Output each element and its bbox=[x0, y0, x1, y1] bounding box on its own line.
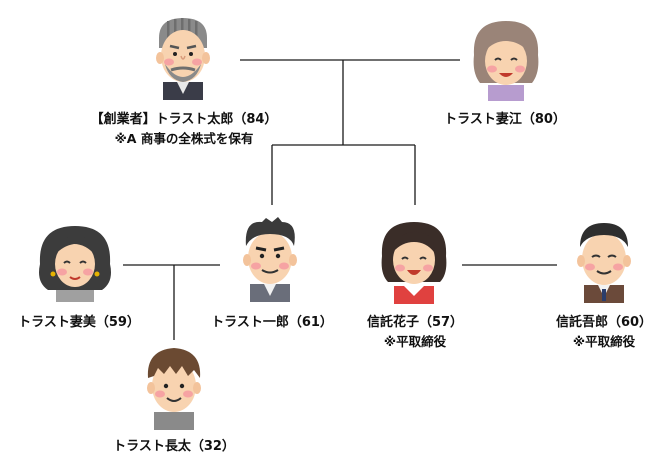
person-name: 【創業者】トラスト太郎（84） bbox=[90, 112, 278, 127]
avatar-taro bbox=[156, 18, 210, 100]
person-name: トラスト妻江（80） bbox=[444, 112, 566, 127]
person-name: トラスト一郎（61） bbox=[211, 315, 333, 330]
avatar-tsumae bbox=[473, 21, 539, 101]
avatar-ichiro bbox=[243, 217, 297, 302]
person-name: 信託花子（57） bbox=[366, 315, 464, 330]
person-name: 信託吾郎（60） bbox=[555, 315, 653, 330]
person-name: トラスト長太（32） bbox=[113, 439, 235, 454]
person-label-goro: 信託吾郎（60） ※平取締役 bbox=[556, 313, 652, 351]
person-label-ichiro: トラスト一郎（61） bbox=[211, 313, 333, 332]
person-label-tsumae: トラスト妻江（80） bbox=[444, 110, 566, 129]
person-label-tsumami: トラスト妻美（59） bbox=[18, 313, 140, 332]
person-note: ※A 商事の全株式を保有 bbox=[114, 131, 254, 146]
person-label-hanako: 信託花子（57） ※平取締役 bbox=[367, 313, 463, 351]
avatar-tsumami bbox=[39, 226, 111, 302]
avatar-hanako bbox=[381, 222, 447, 304]
person-name: トラスト妻美（59） bbox=[18, 315, 140, 330]
person-label-chota: トラスト長太（32） bbox=[113, 437, 235, 456]
avatar-goro bbox=[577, 223, 631, 303]
person-note: ※平取締役 bbox=[383, 334, 447, 349]
person-label-taro: 【創業者】トラスト太郎（84） ※A 商事の全株式を保有 bbox=[91, 110, 278, 148]
avatar-chota bbox=[147, 348, 201, 430]
person-note: ※平取締役 bbox=[572, 334, 636, 349]
